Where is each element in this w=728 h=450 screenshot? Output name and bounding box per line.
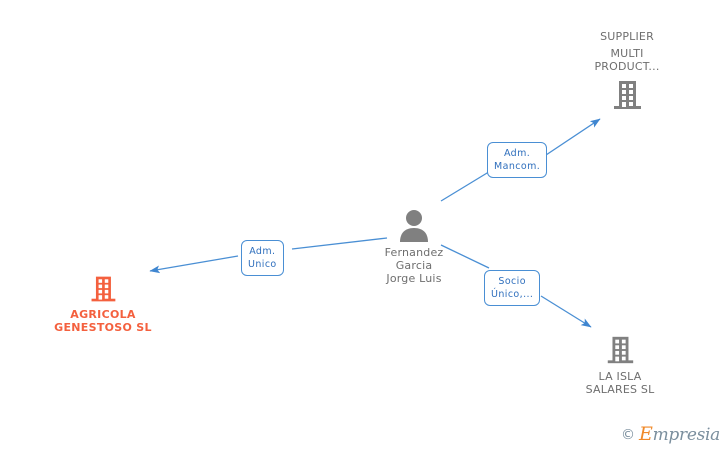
node-label-line: SUPPLIER	[600, 30, 654, 43]
node-label-line: PRODUCT...	[594, 60, 660, 73]
person-icon	[400, 210, 428, 242]
building-icon	[91, 276, 116, 302]
brand-logo-text: Empresia	[639, 425, 720, 444]
edge-badge-line: Adm.	[503, 148, 531, 159]
node-label-line: Garcia	[395, 259, 433, 272]
edge-line-adm-mancom	[440, 118, 601, 202]
building-icon	[607, 336, 634, 364]
edge-badge-adm-unico[interactable]: Adm. Unico	[241, 240, 284, 276]
node-label-line: Fernandez	[384, 246, 444, 259]
node-label-line: Jorge Luis	[386, 272, 442, 285]
node-person-center[interactable]: Fernandez Garcia Jorge Luis	[364, 208, 464, 285]
node-label-line: GENESTOSO SL	[54, 321, 152, 334]
empresia-watermark: © Empresia	[621, 425, 720, 444]
edge-badge-line: Único,...	[491, 289, 534, 300]
edge-badge-socio-unico[interactable]: Socio Único,...	[484, 270, 541, 306]
copyright-icon: ©	[621, 426, 636, 443]
node-la-isla-salares-sl[interactable]: LA ISLA SALARES SL	[568, 334, 672, 396]
edge-line-adm-unico	[149, 237, 388, 274]
node-label-line: AGRICOLA	[70, 308, 136, 321]
edge-badge-line: Unico	[248, 259, 277, 270]
edge-line-socio-unico	[440, 244, 592, 328]
node-supplier-multi-product[interactable]: SUPPLIER MULTI PRODUCT...	[577, 30, 677, 112]
node-agricola-genestoso-sl[interactable]: AGRICOLA GENESTOSO SL	[43, 274, 163, 334]
edge-badge-line: Adm.	[249, 246, 276, 257]
node-label-line: SALARES SL	[585, 383, 655, 396]
building-icon	[614, 81, 641, 109]
node-label-line: MULTI	[610, 47, 644, 60]
edge-badge-line: Mancom.	[494, 161, 541, 172]
brand-rest: mpresia	[652, 425, 721, 445]
brand-initial: E	[639, 423, 653, 445]
edge-badge-line: Socio	[498, 276, 526, 287]
node-label-line: LA ISLA	[598, 370, 642, 383]
edge-badge-adm-mancom[interactable]: Adm. Mancom.	[487, 142, 548, 178]
